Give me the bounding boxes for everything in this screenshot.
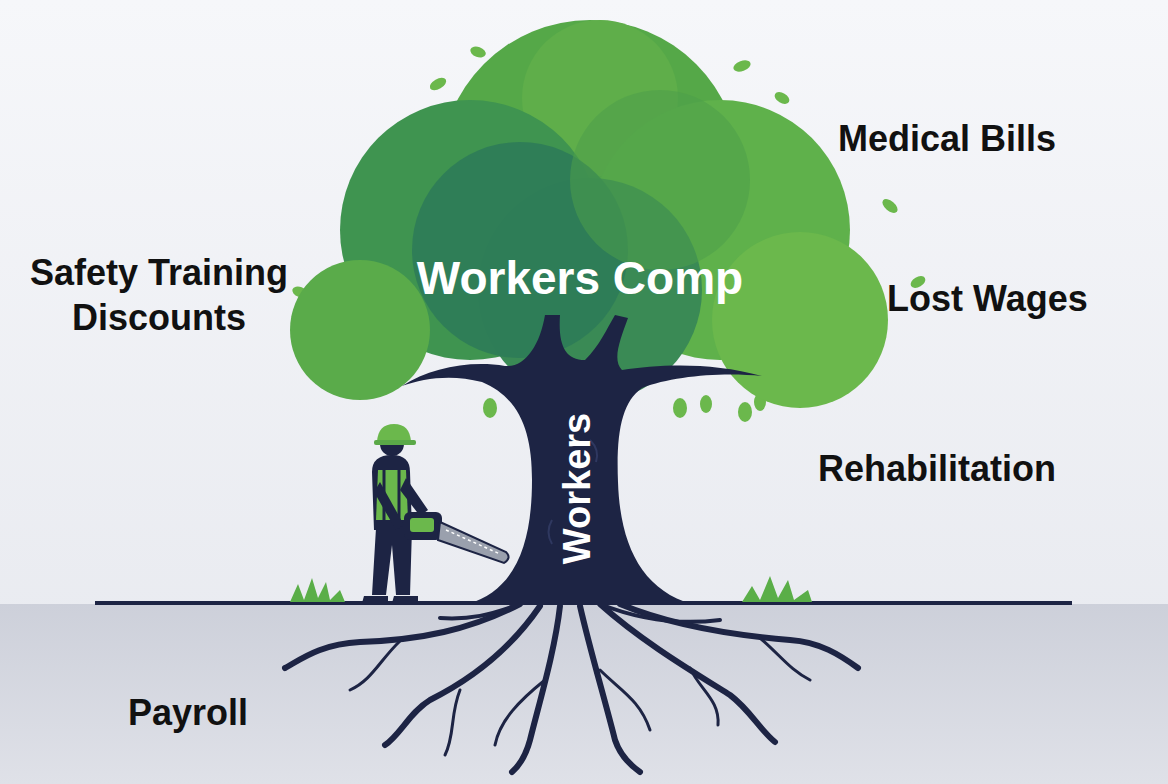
coverage-label: Payroll [128,690,248,735]
tree-trunk: Workers [380,300,780,610]
tree-canopy: Workers Comp [262,18,912,408]
coverage-label: Safety Training Discounts [4,250,314,340]
canopy-title: Workers Comp [417,251,743,305]
worker-figure [362,424,509,603]
coverage-label: Medical Bills [838,116,1056,161]
coverage-label: Rehabilitation [818,446,1056,491]
trunk-text: Workers [557,412,600,563]
coverage-label: Lost Wages [887,276,1088,321]
tree-canopy [262,18,912,408]
